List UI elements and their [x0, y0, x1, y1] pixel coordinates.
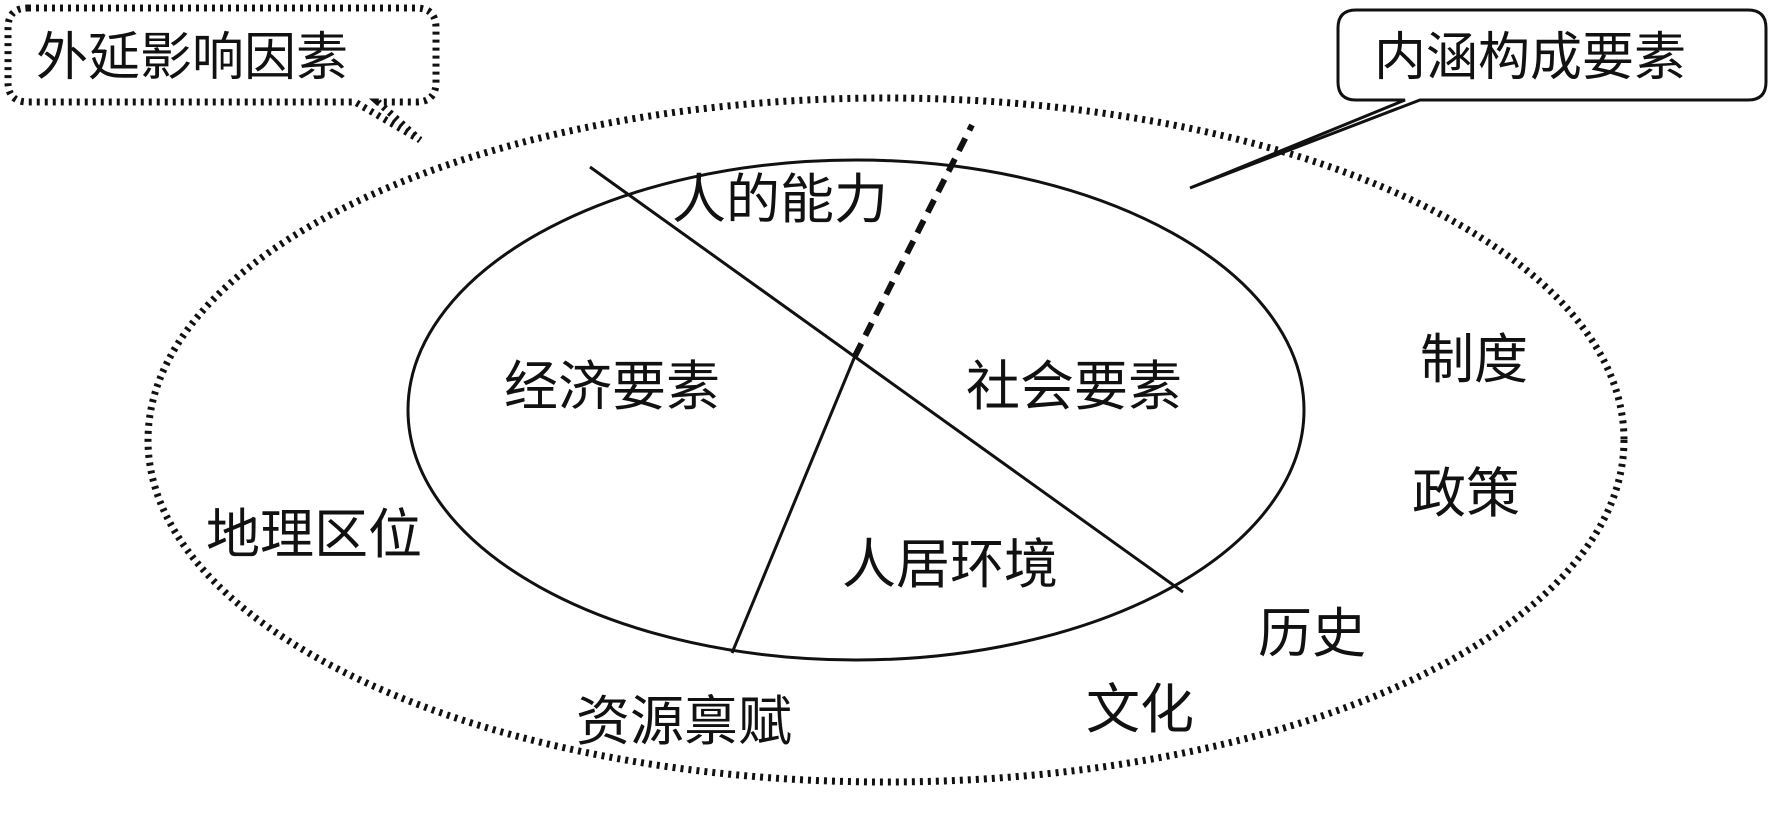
label-history: 历史	[1258, 602, 1366, 665]
label-ability: 人的能力	[672, 168, 888, 231]
label-living: 人居环境	[842, 533, 1058, 596]
label-policy: 政策	[1412, 462, 1520, 525]
divider-lower	[730, 355, 857, 654]
outer-ellipse	[144, 94, 1628, 786]
label-social: 社会要素	[966, 355, 1182, 418]
inner-callout-label: 内涵构成要素	[1374, 28, 1686, 88]
inner-ellipse	[406, 158, 1306, 662]
label-economic: 经济要素	[504, 355, 720, 418]
divider-diagonal	[589, 165, 1184, 594]
label-institution: 制度	[1420, 328, 1528, 391]
outer-callout-bubble	[4, 4, 440, 144]
label-culture: 文化	[1086, 678, 1194, 741]
outer-callout-label: 外延影响因素	[36, 28, 348, 88]
label-resources: 资源禀赋	[576, 690, 792, 753]
label-location: 地理区位	[206, 503, 422, 566]
divider-dashed	[852, 123, 975, 358]
inner-callout-bubble	[1189, 8, 1768, 190]
